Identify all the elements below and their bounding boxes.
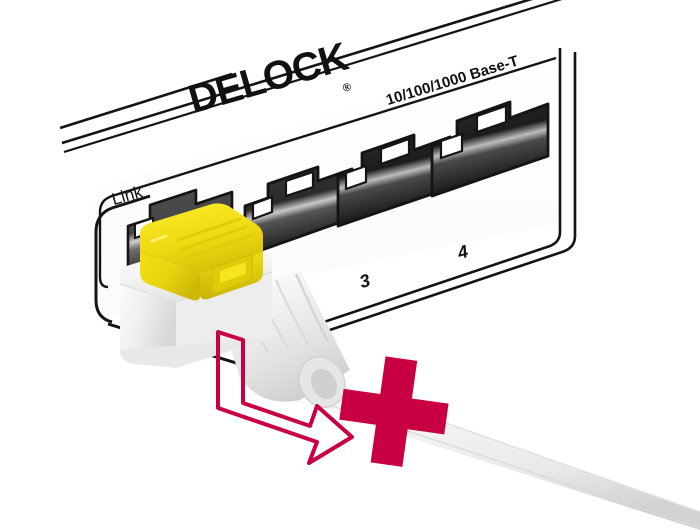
chassis-right-edge [299,48,562,332]
cap-ridge-3 [181,233,254,261]
bend-direction-arrow [216,330,354,465]
cross-shape [339,356,449,467]
chassis-left-top [111,194,151,210]
chassis-bottom-right [299,235,577,342]
port-recess-outline [98,56,557,289]
chassis-bottom-left-corner [94,299,113,324]
port-5-keyway-right [475,104,508,134]
port-4-keyway-left [344,164,368,191]
rj45-port-4 [336,133,452,228]
boot-end-shadow [311,368,337,400]
chassis-top-edge-1 [59,72,233,130]
boot-rib-3 [274,279,310,345]
prohibition-cross-mark [339,356,449,467]
rj45-port-5 [430,100,550,198]
cap-highlight [150,234,168,243]
rj45-port-3 [243,165,354,258]
connector-bottom [120,338,272,368]
cap-opening-inner [220,262,246,283]
port-3-keyway-right [284,170,315,198]
boot-rib-4 [294,273,330,343]
cap-ridge-1 [176,217,242,242]
chassis-top-edge-2 [61,0,533,145]
port-5-keyway-left [439,132,464,160]
cap-ridge-2 [178,225,248,252]
port-4-keyway-right [379,137,411,166]
yellow-rj45-dust-cap [140,203,263,301]
connector-front-edge [119,283,177,303]
chassis-left-corner [94,206,113,233]
arrow-outline [216,330,354,465]
port-3-keyway-left [251,195,274,221]
cap-front [140,252,200,301]
chassis-top-edge-3 [63,0,563,154]
